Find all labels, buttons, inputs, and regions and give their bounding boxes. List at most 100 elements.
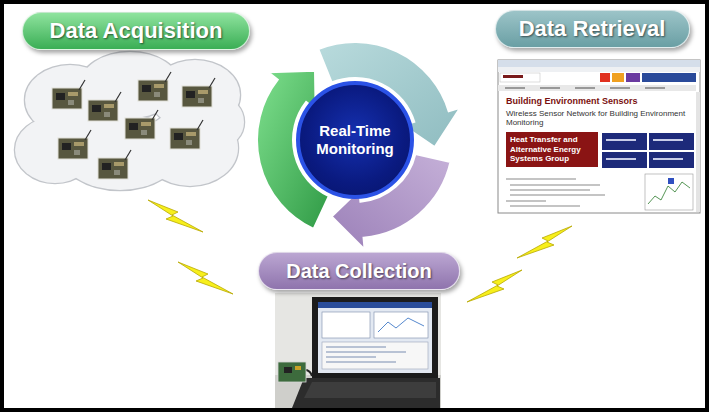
- sensor-board: [138, 72, 171, 101]
- sensor-board: [154, 84, 164, 88]
- laptop-photo: [326, 361, 396, 363]
- website-screenshot: [649, 152, 694, 168]
- stage-label: Data Collection: [286, 260, 432, 283]
- laptop-photo: [374, 312, 428, 338]
- website-screenshot: [540, 87, 560, 89]
- website-screenshot: [668, 178, 674, 184]
- sensor-board: [98, 158, 128, 179]
- sensor-board: [186, 91, 195, 98]
- sensor-board: [165, 72, 171, 82]
- website-screenshot: [505, 87, 525, 89]
- website-screenshot: [645, 87, 665, 89]
- website-screenshot: [649, 133, 694, 150]
- stage-pill: Data Acquisition: [22, 12, 250, 50]
- website-screenshot: [610, 87, 630, 89]
- stage-pill: Data Collection: [258, 252, 460, 290]
- website-screenshot: [602, 152, 647, 168]
- sensor-board: [102, 163, 111, 170]
- sensor-board: [58, 138, 88, 159]
- sensor-board: [198, 98, 204, 103]
- sensor-board: [68, 92, 78, 96]
- wireless-bolt: [467, 270, 522, 302]
- website-screenshot: [510, 189, 590, 191]
- sensor-board: [98, 150, 131, 179]
- laptop-photo: [318, 302, 432, 308]
- sensor-board: [186, 132, 196, 136]
- website-screenshot: [648, 182, 690, 204]
- sensor-board: [68, 100, 74, 105]
- laptop-photo: [326, 346, 386, 348]
- sensor-board: [62, 143, 71, 150]
- website-screenshot: [696, 92, 700, 212]
- wireless-bolt: [178, 262, 233, 294]
- sensor-board: [198, 90, 208, 94]
- cloud: [15, 52, 244, 190]
- laptop-photo: [292, 378, 440, 408]
- website-screenshot: [626, 73, 640, 82]
- sensor-board: [52, 88, 82, 109]
- sensor-board: [56, 93, 65, 100]
- website-screenshot: [606, 158, 636, 160]
- website-screenshot: [510, 184, 600, 186]
- website-screenshot: [612, 73, 624, 82]
- cloud: [15, 52, 244, 190]
- website-screenshot: [510, 205, 580, 207]
- page-heading: Building Environment Sensors: [506, 96, 696, 107]
- sensor-board: [114, 162, 124, 166]
- sensor-board: [174, 133, 183, 140]
- stage-pill: Data Retrieval: [495, 10, 690, 48]
- wireless-bolt: [517, 226, 572, 258]
- sensor-board: [52, 80, 85, 109]
- page-subtitle: Wireless Sensor Network for Building Env…: [506, 109, 696, 128]
- stage-label: Data Acquisition: [50, 18, 223, 44]
- website-screenshot: [642, 73, 696, 82]
- sensor-board: [104, 104, 114, 108]
- website-screenshot: [510, 194, 605, 196]
- wireless-bolt: [148, 200, 203, 232]
- website-screenshot: [498, 67, 700, 72]
- cycle-arrows: [257, 42, 460, 250]
- website-screenshot: [653, 139, 683, 141]
- sensor-board: [115, 92, 121, 102]
- sensor-board: [74, 150, 80, 155]
- laptop-photo: [318, 302, 432, 373]
- website-screenshot: [653, 158, 683, 160]
- website-screenshot: [498, 60, 700, 213]
- center-circle: Real-Time Monitoring: [296, 81, 415, 200]
- center-label: Real-Time Monitoring: [307, 122, 403, 158]
- laptop-photo: [326, 351, 406, 353]
- sensor-board: [152, 110, 158, 120]
- sensor-board: [58, 130, 91, 159]
- sensor-board: [104, 112, 110, 117]
- website-screenshot: [498, 85, 696, 91]
- sensor-board: [92, 105, 101, 112]
- laptop-photo: [312, 297, 438, 378]
- sensor-board: [197, 120, 203, 130]
- sensor-board: [182, 78, 215, 107]
- sensor-board: [125, 150, 131, 160]
- sensor-board: [154, 92, 160, 97]
- laptop-photo: [278, 362, 306, 382]
- laptop-photo: [275, 293, 441, 408]
- sensor-board: [85, 130, 91, 140]
- sensor-board: [125, 118, 155, 139]
- sensor-board: [125, 110, 158, 139]
- laptop-photo: [326, 346, 406, 363]
- website-screenshot: [503, 75, 523, 78]
- website-screenshot: [498, 60, 700, 213]
- sensor-board: [79, 80, 85, 90]
- website-screenshot: [600, 73, 610, 82]
- cloud: [15, 52, 244, 190]
- sensor-board: [138, 80, 168, 101]
- sensor-board: [170, 128, 200, 149]
- sensor-board: [88, 100, 118, 121]
- laptop-photo: [295, 366, 301, 370]
- laptop-photo: [304, 382, 436, 398]
- sensor-board: [52, 72, 215, 179]
- website-screenshot: [606, 139, 636, 141]
- laptop-photo: [326, 356, 376, 358]
- sensor-board: [182, 86, 212, 107]
